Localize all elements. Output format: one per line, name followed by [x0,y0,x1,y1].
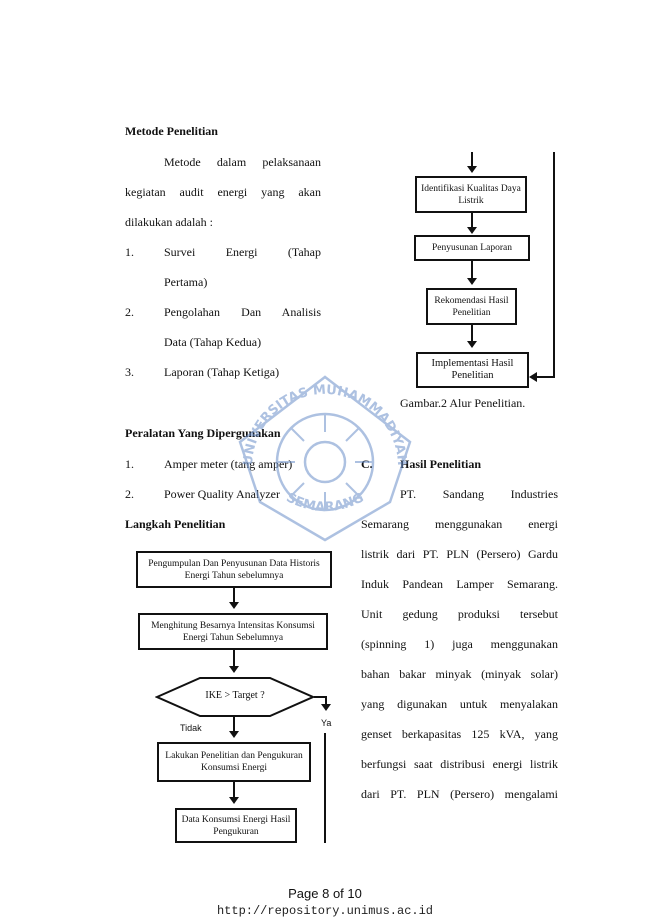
hasil-heading: Hasil Penelitian [400,457,481,471]
flow-box-label: Penyusunan Laporan [432,243,512,253]
figure-caption: Gambar.2 Alur Penelitian. [400,396,526,410]
flow-connector [553,152,555,377]
flow-box-label: Pengumpulan Dan Penyusunan Data Historis… [148,558,320,581]
hasil-paragraph-line: Induk Pandean Lamper Semarang. [361,577,558,591]
flow-box-pengumpulan: Pengumpulan Dan Penyusunan Data Historis… [136,551,332,588]
flow-decision-label: IKE > Target ? [205,690,265,701]
flow-connector [233,716,235,732]
flow-connector [471,152,473,166]
arrow-down-icon [467,166,477,173]
arrow-down-icon [229,731,239,738]
flow-box-lakukan-penelitian: Lakukan Penelitian dan Pengukuran Konsum… [157,742,311,782]
flow-connector [233,650,235,667]
list-number: 2. [125,487,134,501]
section-letter: C. [361,457,373,471]
list-number: 1. [125,457,134,471]
metode-heading: Metode Penelitian [125,124,218,138]
flow-no-label: Tidak [180,723,202,733]
flow-connector [314,696,326,698]
list-number: 3. [125,365,134,379]
flow-connector [233,588,235,603]
flow-box-label: Implementasi Hasil Penelitian [431,358,514,381]
flow-connector [471,325,473,342]
hasil-paragraph-line: PT. Sandang Industries [400,487,558,501]
langkah-heading: Langkah Penelitian [125,517,226,531]
flow-box-label: Data Konsumsi Energi Hasil Pengukuran [181,814,291,837]
flow-box-data-konsumsi: Data Konsumsi Energi Hasil Pengukuran [175,808,297,843]
flow-box-implementasi: Implementasi Hasil Penelitian [416,352,529,388]
flow-decision-diamond [155,677,315,717]
metode-paragraph-line: Metode dalam pelaksanaan [164,155,321,169]
flow-yes-label: Ya [321,718,332,728]
flow-connector [324,733,326,843]
flow-connector [471,261,473,279]
flow-connector [233,782,235,798]
hasil-paragraph-line: berfungsi saat distribusi energi listrik [361,757,558,771]
list-number: 1. [125,245,134,259]
flow-connector [535,376,555,378]
list-item-text: Pertama) [164,275,208,289]
list-item-text: Laporan (Tahap Ketiga) [164,365,280,379]
arrow-down-icon [467,341,477,348]
arrow-down-icon [467,278,477,285]
list-item-text: Survei Energi (Tahap [164,245,321,259]
flow-connector [471,213,473,228]
page-number: Page 8 of 10 [288,886,362,901]
arrow-down-icon [467,227,477,234]
hasil-paragraph-line: (spinning 1) juga menggunakan [361,637,558,651]
hasil-paragraph-line: genset berkapasitas 125 kVA, yang [361,727,558,741]
flow-box-label: Lakukan Penelitian dan Pengukuran Konsum… [165,751,303,773]
list-item-text: Power Quality Analyzer [164,487,280,501]
flow-box-label: Rekomendasi Hasil Penelitian [434,295,509,318]
hasil-paragraph-line: Semarang menggunakan energi [361,517,558,531]
flow-box-label: Menghitung Besarnya Intensitas Konsumsi … [151,620,315,643]
list-item-text: Amper meter (tang amper) [164,457,293,471]
hasil-paragraph-line: dari PT. PLN (Persero) mengalami [361,787,558,801]
hasil-paragraph-line: Unit gedung produksi tersebut [361,607,558,621]
flow-box-penyusunan-laporan: Penyusunan Laporan [414,235,530,261]
flow-connector [325,696,327,706]
flow-box-label: Identifikasi Kualitas Daya Listrik [421,183,521,206]
metode-paragraph-line: dilakukan adalah : [125,215,213,229]
arrow-down-icon [321,704,331,711]
arrow-down-icon [229,797,239,804]
metode-paragraph-line: kegiatan audit energi yang akan [125,185,321,199]
flow-box-menghitung: Menghitung Besarnya Intensitas Konsumsi … [138,613,328,650]
arrow-down-icon [229,666,239,673]
hasil-paragraph-line: listrik dari PT. PLN (Persero) Gardu [361,547,558,561]
arrow-down-icon [229,602,239,609]
list-item-text: Data (Tahap Kedua) [164,335,262,349]
university-seal-watermark: UNIVERSITAS MUHAMMADIYAH SEMARANG [238,375,412,542]
list-number: 2. [125,305,134,319]
hasil-paragraph-line: bahan bakar minyak (minyak solar) [361,667,558,681]
peralatan-heading: Peralatan Yang Dipergunakan [125,426,281,440]
list-item-text: Pengolahan Dan Analisis [164,305,321,319]
hasil-paragraph-line: yang digunakan untuk menyalakan [361,697,558,711]
arrow-left-icon [529,372,537,382]
flow-box-identifikasi: Identifikasi Kualitas Daya Listrik [415,176,527,213]
flow-box-rekomendasi: Rekomendasi Hasil Penelitian [426,288,517,325]
repository-url: http://repository.unimus.ac.id [216,904,434,918]
